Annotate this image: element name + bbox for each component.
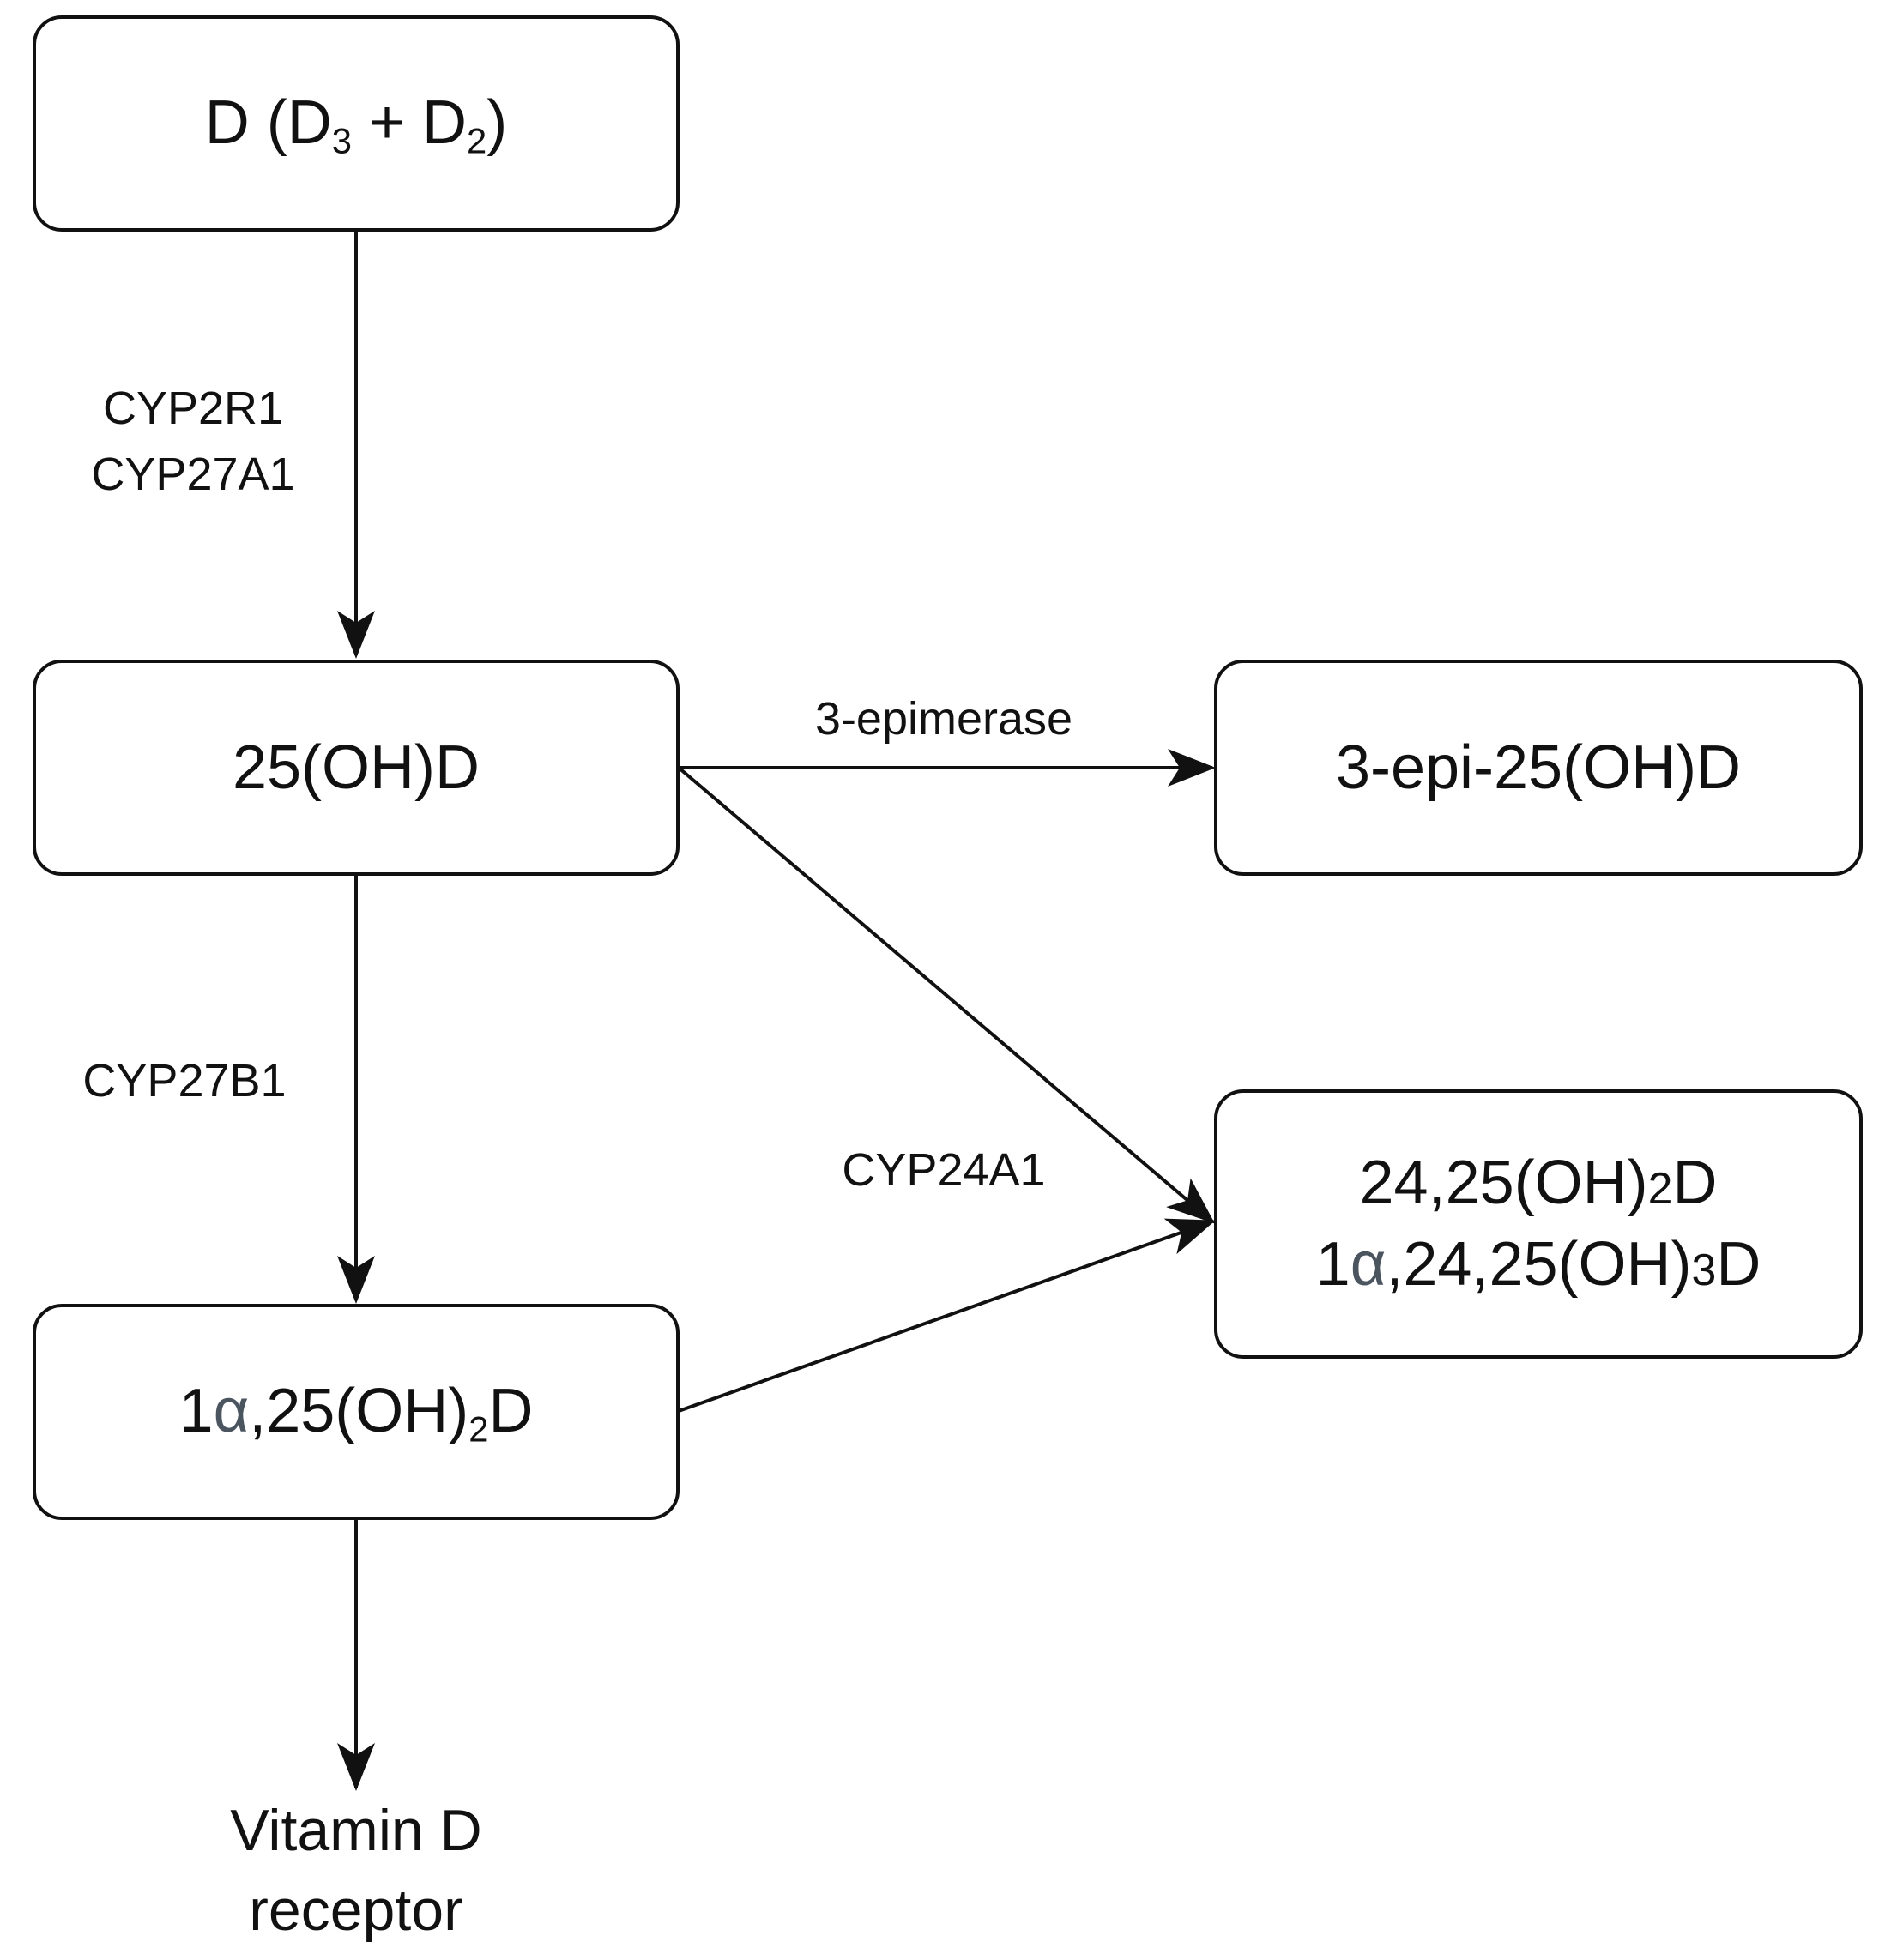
calcitriol-subscript: 2 <box>468 1408 489 1450</box>
receptor-line-1: Vitamin D <box>230 1798 482 1863</box>
node-25-oh-d: 25(OH)D <box>33 660 680 876</box>
vitamin-d-middle: + D <box>351 87 468 157</box>
node-25-oh-d-label: 25(OH)D <box>232 733 480 802</box>
alpha-symbol: α <box>1350 1230 1387 1299</box>
enzyme-cyp27a1: CYP27A1 <box>91 448 295 500</box>
vitamin-d2-subscript: 2 <box>467 120 487 161</box>
catabolite1-subscript: 2 <box>1647 1162 1673 1213</box>
node-vitamin-d: D (D3 + D2) <box>33 15 680 232</box>
catabolite2-prefix: 1 <box>1315 1230 1350 1299</box>
arrow-1a25oh2d-to-catabolites <box>678 1218 1216 1413</box>
node-vitamin-d-label: D (D3 + D2) <box>205 84 508 164</box>
enzyme-cyp2r1: CYP2R1 <box>102 383 284 434</box>
alpha-symbol: α <box>213 1376 250 1445</box>
vitamin-d3-subscript: 3 <box>331 120 352 161</box>
node-1a-25-oh2-d: 1α,25(OH)2D <box>33 1304 680 1520</box>
catabolite-1a-24-25-oh3-d: 1α,24,25(OH)3D <box>1316 1224 1761 1306</box>
calcitriol-middle: ,25(OH) <box>249 1376 469 1445</box>
catabolite2-suffix: D <box>1716 1230 1761 1299</box>
node-1a-25-oh2-d-label: 1α,25(OH)2D <box>179 1372 534 1452</box>
enzyme-label-3-epimerase: 3-epimerase <box>814 693 1073 745</box>
catabolite1-suffix: D <box>1672 1148 1718 1217</box>
vitamin-d-suffix: ) <box>486 87 508 157</box>
vitamin-d-prefix: D (D <box>204 87 332 157</box>
catabolite2-middle: ,24,25(OH) <box>1386 1230 1692 1299</box>
enzyme-label-cyp24a1: CYP24A1 <box>842 1144 1046 1196</box>
enzyme-label-cyp2r1-cyp27a1: CYP2R1 CYP27A1 <box>51 376 335 507</box>
node-catabolites: 24,25(OH)2D 1α,24,25(OH)3D <box>1214 1089 1863 1359</box>
vitamin-d-receptor-label: Vitamin D receptor <box>159 1791 553 1951</box>
receptor-line-2: receptor <box>249 1878 463 1944</box>
node-3-epi-25-oh-d: 3-epi-25(OH)D <box>1214 660 1863 876</box>
node-3-epi-25-oh-d-label: 3-epi-25(OH)D <box>1335 733 1742 802</box>
catabolite2-subscript: 3 <box>1691 1245 1717 1294</box>
catabolite1-prefix: 24,25(OH) <box>1359 1148 1648 1217</box>
calcitriol-prefix: 1 <box>178 1376 214 1445</box>
enzyme-label-cyp27b1: CYP27B1 <box>82 1055 287 1107</box>
arrow-25ohd-to-catabolites <box>677 766 1216 1224</box>
catabolite-24-25-oh2-d: 24,25(OH)2D <box>1360 1143 1718 1224</box>
calcitriol-suffix: D <box>488 1376 534 1445</box>
